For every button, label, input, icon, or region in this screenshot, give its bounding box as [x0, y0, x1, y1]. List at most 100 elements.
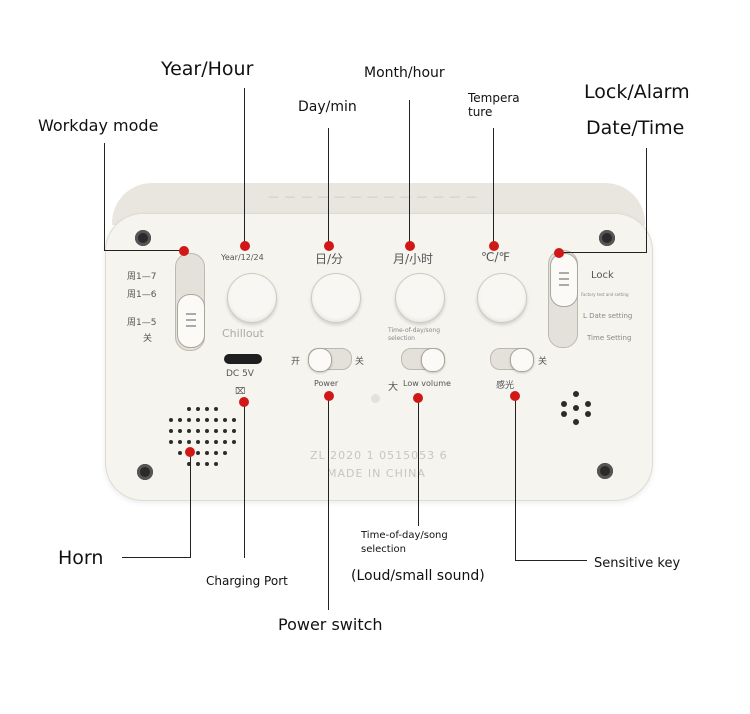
workday-slider-knob[interactable] — [177, 294, 205, 348]
screw-bottom-left-icon — [137, 464, 153, 480]
sensitive-key-sensor[interactable] — [557, 391, 593, 427]
callout-day-min: Day/min — [298, 99, 357, 115]
callout-workday-mode: Workday mode — [38, 116, 159, 135]
grill-hole — [205, 418, 209, 422]
grill-hole — [187, 407, 191, 411]
power-toggle-switch[interactable] — [308, 348, 352, 372]
charging-marker — [239, 397, 249, 407]
month-hour-button[interactable] — [395, 273, 445, 323]
callout-power-switch: Power switch — [278, 615, 383, 634]
workday-mode-slider[interactable] — [175, 253, 205, 351]
factory-setting-label: Factory test and setting — [581, 292, 629, 297]
grill-hole — [214, 451, 218, 455]
clock-back-panel: 周1—7 周1—6 周1—5 关 Year/12/24 Chillout 日/分… — [105, 213, 653, 501]
volume-toggle-switch[interactable] — [401, 348, 445, 372]
date-setting-label: L Date setting — [583, 312, 633, 320]
horn-leader-line-h — [122, 557, 191, 558]
chillout-label: Chillout — [222, 327, 264, 340]
grill-hole — [205, 440, 209, 444]
patent-imprint: ZL 2020 1 0515053 6 — [310, 449, 448, 462]
volume-toggle-knob[interactable] — [421, 348, 445, 372]
day-min-button[interactable] — [311, 273, 361, 323]
lock-slider-knob[interactable] — [550, 253, 578, 307]
grill-hole — [196, 407, 200, 411]
year-button-sublabel: Year/12/24 — [221, 253, 264, 262]
grill-hole — [232, 418, 236, 422]
grill-hole — [178, 440, 182, 444]
grill-hole — [196, 440, 200, 444]
workday-position-2: 周1—6 — [127, 290, 157, 300]
usb-c-port[interactable] — [224, 354, 262, 364]
power-leader-line — [328, 396, 329, 610]
made-in-china-imprint: MADE IN CHINA — [327, 467, 426, 480]
temperature-button[interactable] — [477, 273, 527, 323]
grill-hole — [169, 429, 173, 433]
grill-hole — [223, 429, 227, 433]
callout-time-of-day-song: Time-of-day/song selection — [361, 530, 448, 555]
grill-hole — [169, 418, 173, 422]
volume-marker — [413, 393, 423, 403]
grill-hole — [196, 429, 200, 433]
grill-hole — [232, 429, 236, 433]
grill-hole — [214, 407, 218, 411]
callout-month-hour: Month/hour — [364, 65, 445, 81]
power-toggle-knob[interactable] — [308, 348, 332, 372]
day-min-button-label: 日/分 — [315, 252, 344, 266]
grip-line — [559, 272, 569, 274]
callout-temperature: Tempera ture — [468, 91, 520, 119]
charging-indicator-icon: ⌧ — [235, 387, 246, 397]
light-sensor-label: 感光 — [496, 381, 515, 391]
sensor-hole — [585, 401, 591, 407]
volume-leader-line — [418, 398, 419, 526]
time-setting-label: Time Setting — [587, 334, 632, 342]
callout-date-time: Date/Time — [586, 117, 685, 139]
low-volume-label: Low volume — [403, 379, 451, 388]
workday-position-off: 关 — [143, 334, 153, 344]
grip-line — [559, 278, 569, 280]
horn-marker — [185, 447, 195, 457]
callout-year-hour: Year/Hour — [161, 58, 254, 80]
grill-hole — [214, 418, 218, 422]
sensor-off-label: 关 — [538, 357, 548, 367]
grill-hole — [169, 440, 173, 444]
sensor-hole — [573, 391, 579, 397]
callout-lock-alarm: Lock/Alarm — [584, 81, 690, 103]
lock-label: Lock — [591, 270, 614, 281]
sensitive-marker — [510, 391, 520, 401]
temperature-marker — [489, 241, 499, 251]
lock-alarm-slider[interactable] — [548, 250, 578, 348]
light-sensor-toggle-knob[interactable] — [510, 348, 534, 372]
grill-hole — [196, 451, 200, 455]
grill-hole — [223, 451, 227, 455]
grill-hole — [214, 429, 218, 433]
grill-hole — [187, 462, 191, 466]
grill-hole — [205, 429, 209, 433]
horn-leader-line-v — [190, 453, 191, 558]
grill-hole — [178, 451, 182, 455]
date-time-leader-line-h — [559, 252, 647, 253]
year-hour-leader-line — [244, 88, 245, 246]
sensor-hole — [573, 419, 579, 425]
date-time-leader-line-v — [646, 148, 647, 253]
grill-hole — [187, 429, 191, 433]
year-hour-marker — [240, 241, 250, 251]
microphone-hole — [371, 394, 380, 403]
workday-marker — [179, 246, 189, 256]
year-hour-button[interactable] — [227, 273, 277, 323]
grill-hole — [205, 407, 209, 411]
power-label: Power — [314, 379, 339, 388]
power-on-label: 开 — [291, 357, 301, 367]
time-of-day-small-label: Time-of-day/song selection — [388, 327, 441, 342]
sensitive-leader-line-v — [515, 396, 516, 560]
grill-hole — [223, 440, 227, 444]
callout-loud-small-sound: (Loud/small sound) — [351, 568, 485, 584]
grill-hole — [196, 418, 200, 422]
speaker-grill — [169, 407, 241, 473]
grill-hole — [187, 440, 191, 444]
light-sensor-toggle-switch[interactable] — [490, 348, 534, 372]
callout-horn: Horn — [58, 547, 104, 569]
month-hour-leader-line — [409, 100, 410, 246]
sensor-hole — [573, 405, 579, 411]
month-hour-marker — [405, 241, 415, 251]
volume-big-label: 大 — [388, 382, 398, 393]
